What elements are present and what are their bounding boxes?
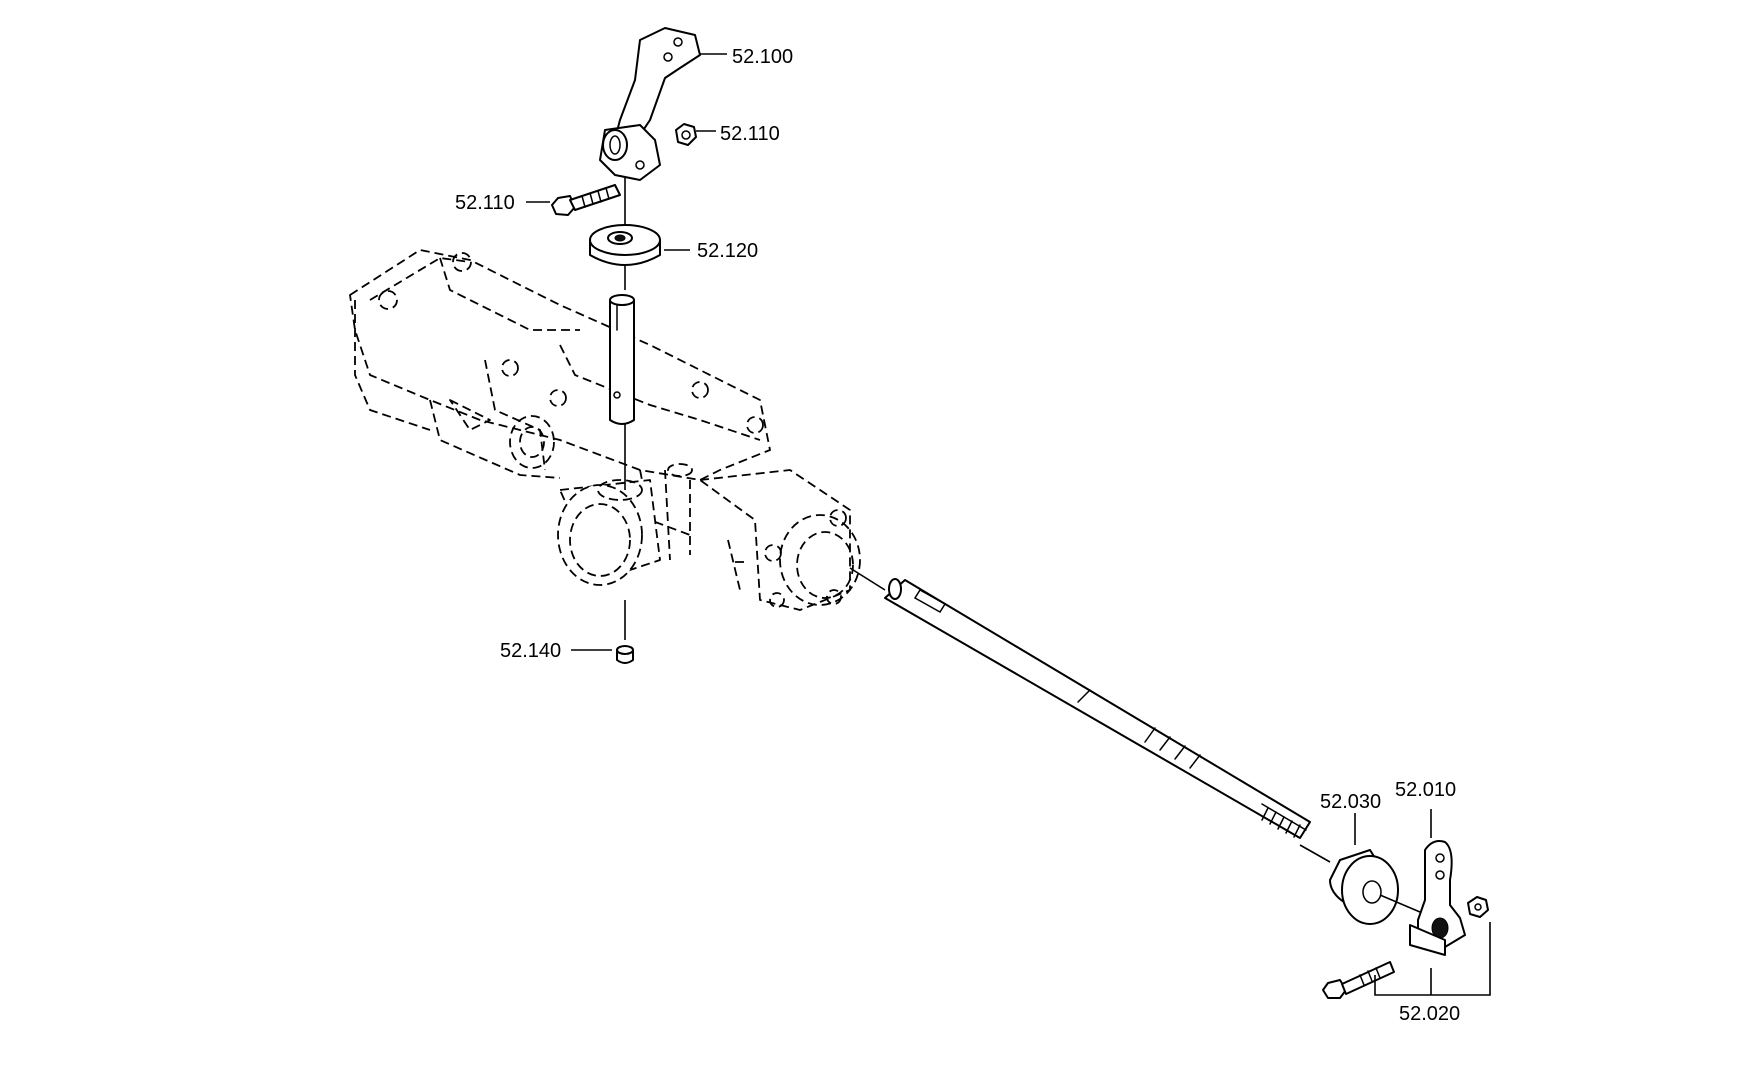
callout-52010: 52.010 bbox=[1395, 779, 1456, 801]
shift-lever-part bbox=[599, 27, 701, 181]
hex-nut-part bbox=[675, 123, 697, 146]
long-shaft-part bbox=[884, 578, 1311, 839]
seal-ring-part bbox=[589, 224, 661, 266]
plug-part bbox=[616, 645, 634, 664]
clamp-nut-part bbox=[1467, 896, 1489, 918]
callout-52110-nut: 52.110 bbox=[720, 123, 780, 145]
fork-bore-ghost bbox=[557, 463, 693, 586]
callout-52100: 52.100 bbox=[732, 46, 793, 68]
callout-52120: 52.120 bbox=[697, 240, 758, 262]
housing-ghost bbox=[349, 249, 771, 536]
shaft-axis-left bbox=[849, 567, 886, 591]
callout-52020: 52.020 bbox=[1399, 1003, 1460, 1025]
callout-52030: 52.030 bbox=[1320, 791, 1381, 813]
vertical-shaft-part bbox=[609, 294, 635, 425]
callout-52140: 52.140 bbox=[500, 640, 561, 662]
hex-bolt-part bbox=[551, 184, 621, 216]
cover-flange-ghost bbox=[699, 469, 861, 611]
clamp-bolt-part bbox=[1322, 961, 1395, 999]
bushing-part bbox=[1329, 849, 1421, 925]
callout-52110-bolt: 52.110 bbox=[455, 192, 515, 214]
leader-52020-bracket bbox=[1374, 922, 1491, 996]
selector-lever-part bbox=[1409, 840, 1466, 956]
shaft-axis-right bbox=[1299, 844, 1331, 863]
